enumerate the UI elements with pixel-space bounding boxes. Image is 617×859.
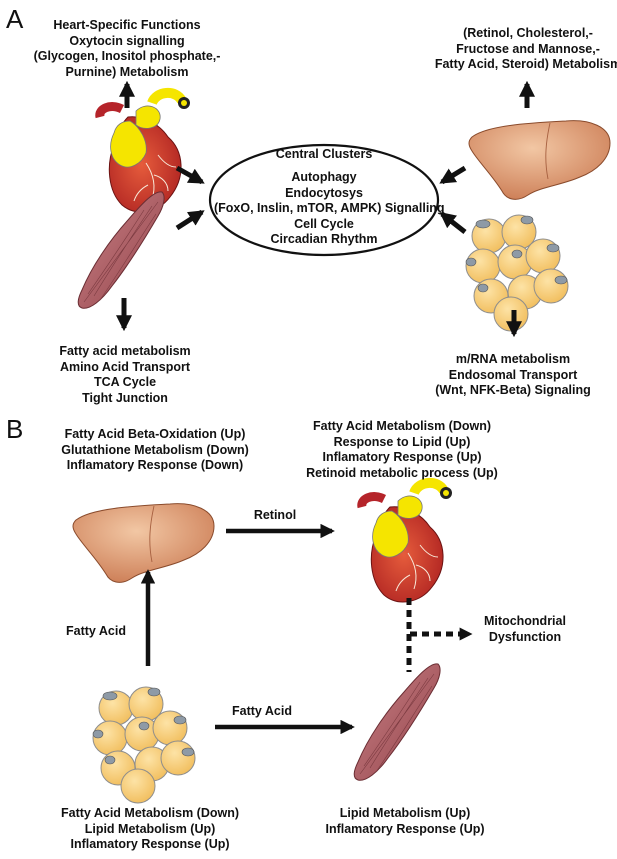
text-line: Tight Junction <box>82 390 168 405</box>
arrow-muscle-center <box>175 209 205 231</box>
text-line: Fatty Acid Beta-Oxidation (Up) <box>64 427 246 441</box>
text-line: Lipid Metabolism (Up) <box>84 821 216 836</box>
heart-b-icon <box>362 483 452 602</box>
text-line: Retinoid metabolic process (Up) <box>306 465 498 480</box>
text-line: Mitochondrial <box>484 614 566 628</box>
text-line: Fructose and Mannose,- <box>456 41 600 56</box>
text-line: Lipid Metabolism (Up) <box>339 806 471 820</box>
text-line: Response to Lipid (Up) <box>333 434 471 449</box>
adipose-changes-text: Fatty Acid Metabolism (Down) Lipid Metab… <box>40 806 260 853</box>
adipose-functions-text: m/RNA metabolism Endosomal Transport (Wn… <box>428 352 598 399</box>
text-line: (Glycogen, Inositol phosphate,- <box>33 49 221 63</box>
fatty-acid-right-label: Fatty Acid <box>232 704 292 718</box>
liver-changes-text: Fatty Acid Beta-Oxidation (Up) Glutathio… <box>45 427 265 474</box>
liver-functions-text: (Retinol, Cholesterol,- Fructose and Man… <box>428 26 617 73</box>
muscle-a-icon <box>77 191 165 309</box>
retinol-label: Retinol <box>253 508 297 522</box>
text-line: m/RNA metabolism <box>455 352 571 366</box>
text-line: Endosomal Transport <box>448 367 578 382</box>
liver-a-icon <box>468 120 611 200</box>
central-clusters-ellipse <box>208 143 440 257</box>
text-line: Heart-Specific Functions <box>53 18 201 32</box>
fatty-acid-up-label: Fatty Acid <box>66 624 126 638</box>
text-line: (Retinol, Cholesterol,- <box>463 26 593 40</box>
text-line: Inflamatory Response (Up) <box>325 821 485 836</box>
text-line: Fatty Acid, Steroid) Metabolism <box>434 57 617 71</box>
text-line: Cell Cycle <box>294 216 354 231</box>
arrow-heart-center <box>175 165 205 185</box>
text-line: Glutathione Metabolism (Down) <box>61 442 249 457</box>
adipose-b-icon <box>93 687 195 803</box>
text-line: (Wnt, NFK-Beta) Signaling <box>435 383 591 397</box>
heart-changes-text: Fatty Acid Metabolism (Down) Response to… <box>292 419 512 481</box>
panel-a-letter: A <box>6 4 24 34</box>
adipose-a-icon <box>466 215 568 331</box>
heart-a-icon <box>100 93 190 212</box>
text-line: Inflamatory Response (Down) <box>66 458 244 472</box>
muscle-b-icon <box>353 663 441 781</box>
central-clusters-list: Autophagy Endocytosys (FoxO, Inslin, mTO… <box>214 170 445 248</box>
text-line: Endocytosys <box>285 185 363 200</box>
central-clusters-title: Central Clusters <box>275 147 373 161</box>
text-line: (FoxO, Inslin, mTOR, AMPK) Signalling <box>214 201 445 215</box>
text-line: Circadian Rhythm <box>270 232 378 246</box>
arrow-adipose-center <box>439 212 467 234</box>
text-line: Fatty Acid Metabolism (Down) <box>312 419 491 433</box>
muscle-changes-text: Lipid Metabolism (Up) Inflamatory Respon… <box>305 806 505 837</box>
text-line: Dysfunction <box>488 629 562 644</box>
text-line: Inflamatory Response (Up) <box>70 837 230 851</box>
text-line: Autophagy <box>291 170 357 184</box>
text-line: TCA Cycle <box>93 375 157 389</box>
mitochondrial-dysfunction-label: Mitochondrial Dysfunction <box>470 614 580 645</box>
panel-b-letter: B <box>6 414 24 444</box>
text-line: Amino Acid Transport <box>59 359 191 374</box>
liver-b-icon <box>72 503 215 583</box>
text-line: Fatty Acid Metabolism (Down) <box>60 806 239 820</box>
text-line: Inflamatory Response (Up) <box>322 450 482 464</box>
text-line: Oxytocin signalling <box>69 33 185 48</box>
muscle-functions-text: Fatty acid metabolism Amino Acid Transpo… <box>40 344 210 406</box>
text-line: Purnine) Metabolism <box>65 64 189 79</box>
arrow-liver-center <box>439 165 467 185</box>
heart-functions-text: Heart-Specific Functions Oxytocin signal… <box>32 18 222 80</box>
text-line: Fatty acid metabolism <box>59 344 191 358</box>
